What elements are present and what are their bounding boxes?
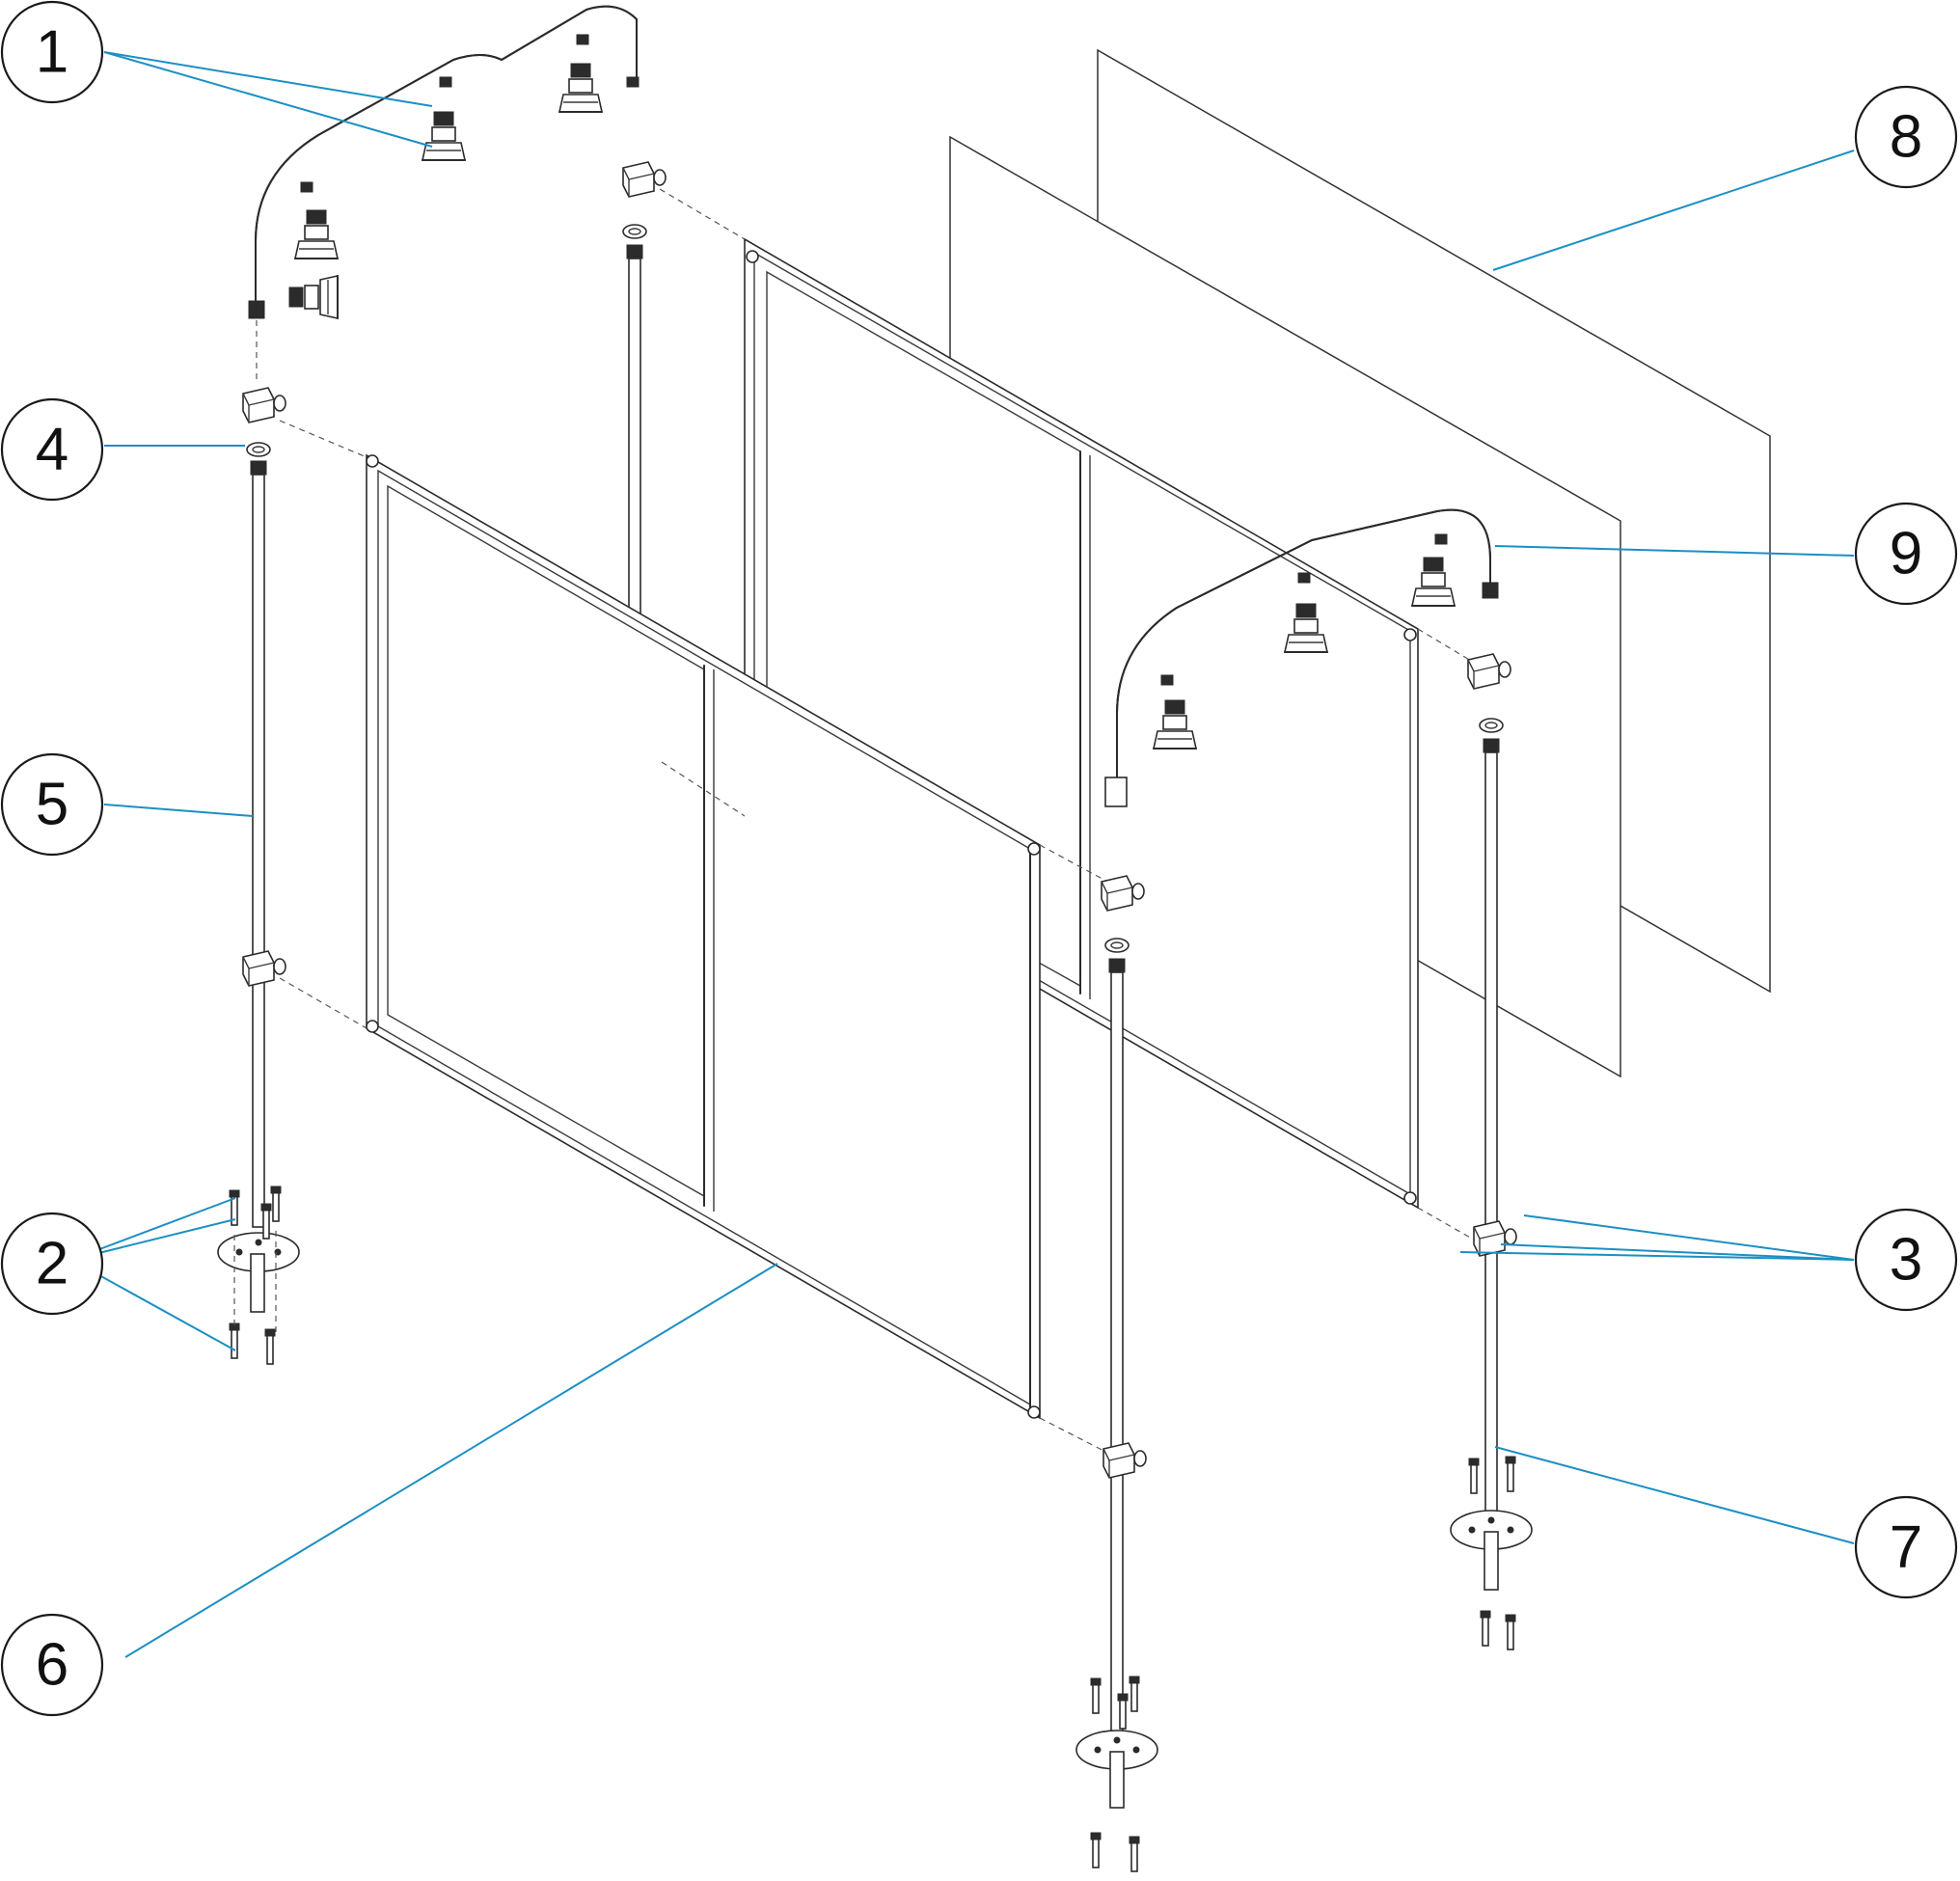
rear-right-post — [1450, 653, 1533, 1650]
callout-1-label: 1 — [36, 19, 68, 86]
callout-3: 3 — [1854, 1208, 1958, 1312]
callout-6-label: 6 — [36, 1632, 68, 1699]
callout-9: 9 — [1854, 502, 1958, 606]
callout-6: 6 — [0, 1613, 104, 1717]
callout-7: 7 — [1854, 1495, 1958, 1599]
callout-9-label: 9 — [1890, 521, 1922, 587]
rear-left-post — [248, 5, 640, 384]
callout-2-label: 2 — [36, 1231, 68, 1297]
callout-4: 4 — [0, 397, 104, 502]
callout-4-label: 4 — [36, 417, 68, 483]
front-right-post — [1075, 875, 1158, 1872]
callout-8-label: 8 — [1890, 104, 1922, 171]
callout-5: 5 — [0, 752, 104, 857]
callout-8: 8 — [1854, 85, 1958, 189]
callout-1: 1 — [0, 0, 104, 104]
front-right-arch — [1104, 508, 1499, 807]
callout-3-label: 3 — [1890, 1227, 1922, 1294]
callout-2: 2 — [0, 1212, 104, 1316]
callout-5-label: 5 — [36, 772, 68, 838]
callout-7-label: 7 — [1890, 1514, 1922, 1581]
front-left-post — [217, 387, 300, 1365]
